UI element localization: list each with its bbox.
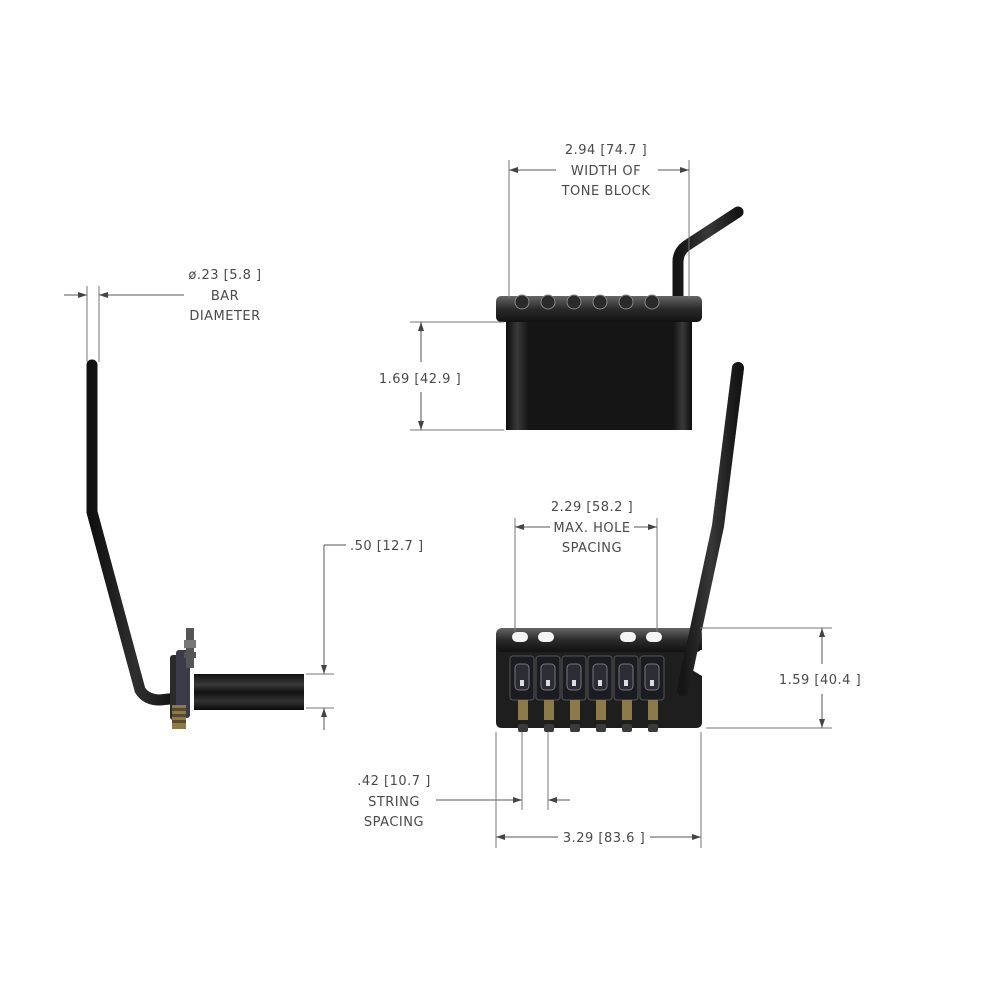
bridge-height-value: 1.59 [40.4 ]: [779, 673, 861, 688]
tone-block-height-value: 1.69 [42.9 ]: [379, 372, 461, 387]
bridge-width-value: 3.29 [83.6 ]: [563, 831, 645, 846]
tone-block-top: [506, 322, 692, 430]
bar-diameter-label-1: BAR: [211, 289, 239, 304]
tone-block-width-value: 2.94 [74.7 ]: [565, 143, 647, 158]
dimension-bridge-height: 1.59 [40.4 ]: [700, 627, 861, 729]
tone-block-width-label-1: WIDTH OF: [571, 164, 641, 179]
front-view: [496, 362, 744, 732]
saddle-screws-top: [514, 294, 660, 310]
saddles: [509, 655, 665, 720]
dimension-bridge-width: 3.29 [83.6 ]: [495, 732, 702, 848]
mounting-holes: [512, 632, 662, 642]
string-spacing-label-2: SPACING: [364, 815, 424, 830]
dimension-side-height: .50 [12.7 ]: [306, 539, 424, 730]
tremolo-arm-side: [86, 359, 184, 706]
dimension-max-hole-spacing: 2.29 [58.2 ] MAX. HOLE SPACING: [514, 500, 658, 632]
side-view: [86, 359, 304, 729]
string-spacing-label-1: STRING: [368, 795, 420, 810]
string-spacing-value: .42 [10.7 ]: [357, 774, 431, 789]
bar-diameter-value: ø.23 [5.8 ]: [188, 268, 261, 283]
side-height-value: .50 [12.7 ]: [350, 539, 424, 554]
tone-block-side: [194, 674, 304, 710]
tone-block-width-label-2: TONE BLOCK: [561, 184, 651, 199]
top-view: [496, 206, 744, 430]
dimension-bar-diameter: ø.23 [5.8 ] BAR DIAMETER: [64, 268, 261, 362]
max-hole-spacing-value: 2.29 [58.2 ]: [551, 500, 633, 515]
dimension-tone-block-height: 1.69 [42.9 ]: [379, 321, 504, 431]
bottom-screws: [518, 724, 658, 732]
dimension-string-spacing: .42 [10.7 ] STRING SPACING: [357, 732, 570, 830]
bar-diameter-label-2: DIAMETER: [189, 309, 260, 324]
max-hole-spacing-label-1: MAX. HOLE: [553, 521, 630, 536]
max-hole-spacing-label-2: SPACING: [562, 541, 622, 556]
dimension-tone-block-width: 2.94 [74.7 ] WIDTH OF TONE BLOCK: [508, 143, 690, 298]
